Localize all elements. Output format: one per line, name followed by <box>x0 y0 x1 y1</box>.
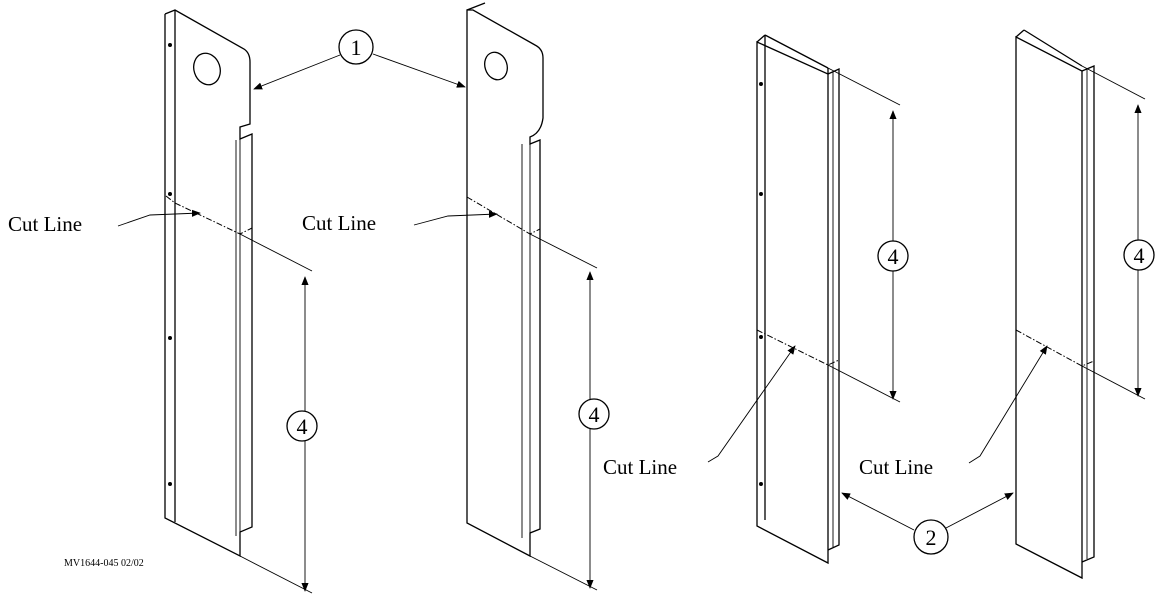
dimension-4-d: 4 <box>1081 65 1155 400</box>
panel-a <box>164 9 253 558</box>
callout-2: 2 <box>841 492 1014 555</box>
panel-d <box>1015 29 1095 580</box>
panel-b <box>466 2 544 558</box>
cut-line-b: Cut Line <box>302 196 541 235</box>
callout-4d: 4 <box>1134 243 1145 268</box>
cut-line-label-d: Cut Line <box>859 455 933 479</box>
callout-2-label: 2 <box>926 525 937 550</box>
callout-circle-2 <box>913 519 949 555</box>
callout-circle-1 <box>338 29 374 65</box>
callout-circle-4d <box>1123 239 1155 271</box>
callout-circle-4b <box>578 398 610 430</box>
cut-line-a: Cut Line <box>8 195 253 236</box>
callout-circle-4c <box>877 240 909 272</box>
drawing-code: MV1644-045 02/02 <box>64 558 144 569</box>
callout-4a: 4 <box>297 414 308 439</box>
dimension-4-b: 4 <box>529 233 610 591</box>
dimension-4-a: 4 <box>239 233 318 594</box>
cut-line-label-a: Cut Line <box>8 212 82 236</box>
callout-1: 1 <box>253 29 466 90</box>
callout-4c: 4 <box>888 244 899 269</box>
callout-4b: 4 <box>589 402 600 427</box>
panel-c <box>756 34 840 565</box>
callout-circle-4a <box>286 410 318 442</box>
dimension-4-c: 4 <box>827 67 909 403</box>
cut-line-label-b: Cut Line <box>302 211 376 235</box>
callout-1-label: 1 <box>351 35 362 60</box>
cut-line-label-c: Cut Line <box>603 455 677 479</box>
cut-line-d: Cut Line <box>859 329 1095 479</box>
cut-line-c: Cut Line <box>603 329 840 479</box>
